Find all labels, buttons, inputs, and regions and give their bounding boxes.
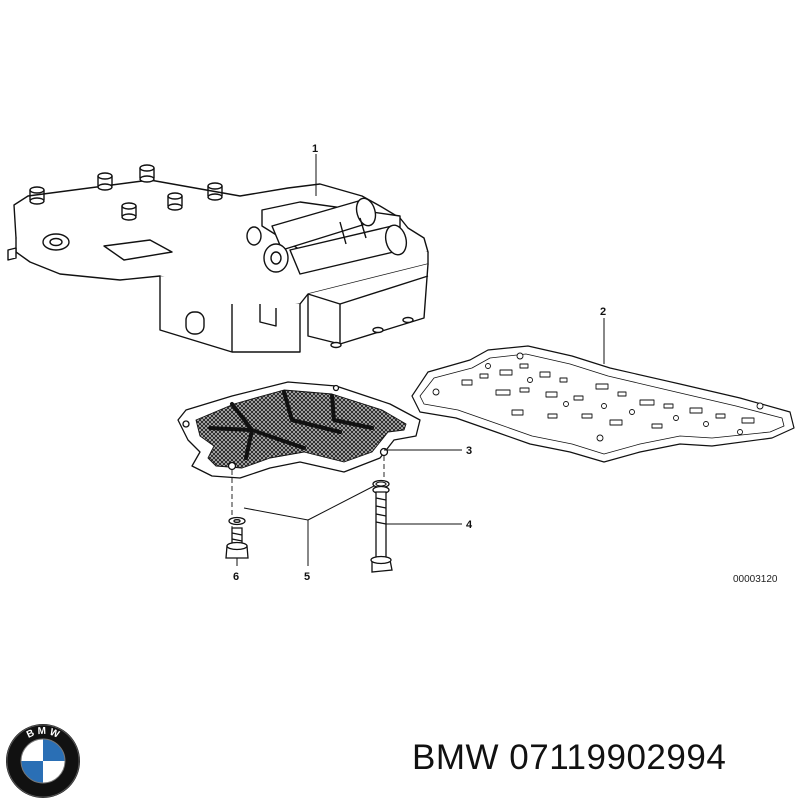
plate-holes: [432, 352, 764, 442]
solenoids: [246, 197, 408, 275]
filter-screen: [177, 381, 421, 479]
callout-1: 1: [312, 143, 318, 155]
washers: [375, 481, 387, 487]
bmw-logo: B M W: [4, 722, 82, 800]
callout-2: 2: [600, 306, 606, 318]
separator-plate: [411, 345, 795, 463]
long-bolt: [370, 479, 393, 573]
plate-bolts: [29, 164, 223, 221]
diagram-code: 00003120: [733, 574, 778, 585]
bmw-roundel-icon: B M W: [6, 724, 80, 798]
short-bolt: [225, 516, 249, 559]
callout-5: 5: [304, 571, 310, 583]
callout-4: 4: [466, 519, 473, 531]
svg-text:B M W: B M W: [25, 726, 61, 741]
part-caption: BMW 07119902994: [412, 738, 727, 777]
callout-3: 3: [466, 445, 472, 457]
valve-body: [7, 164, 429, 353]
callout-6: 6: [233, 571, 239, 583]
